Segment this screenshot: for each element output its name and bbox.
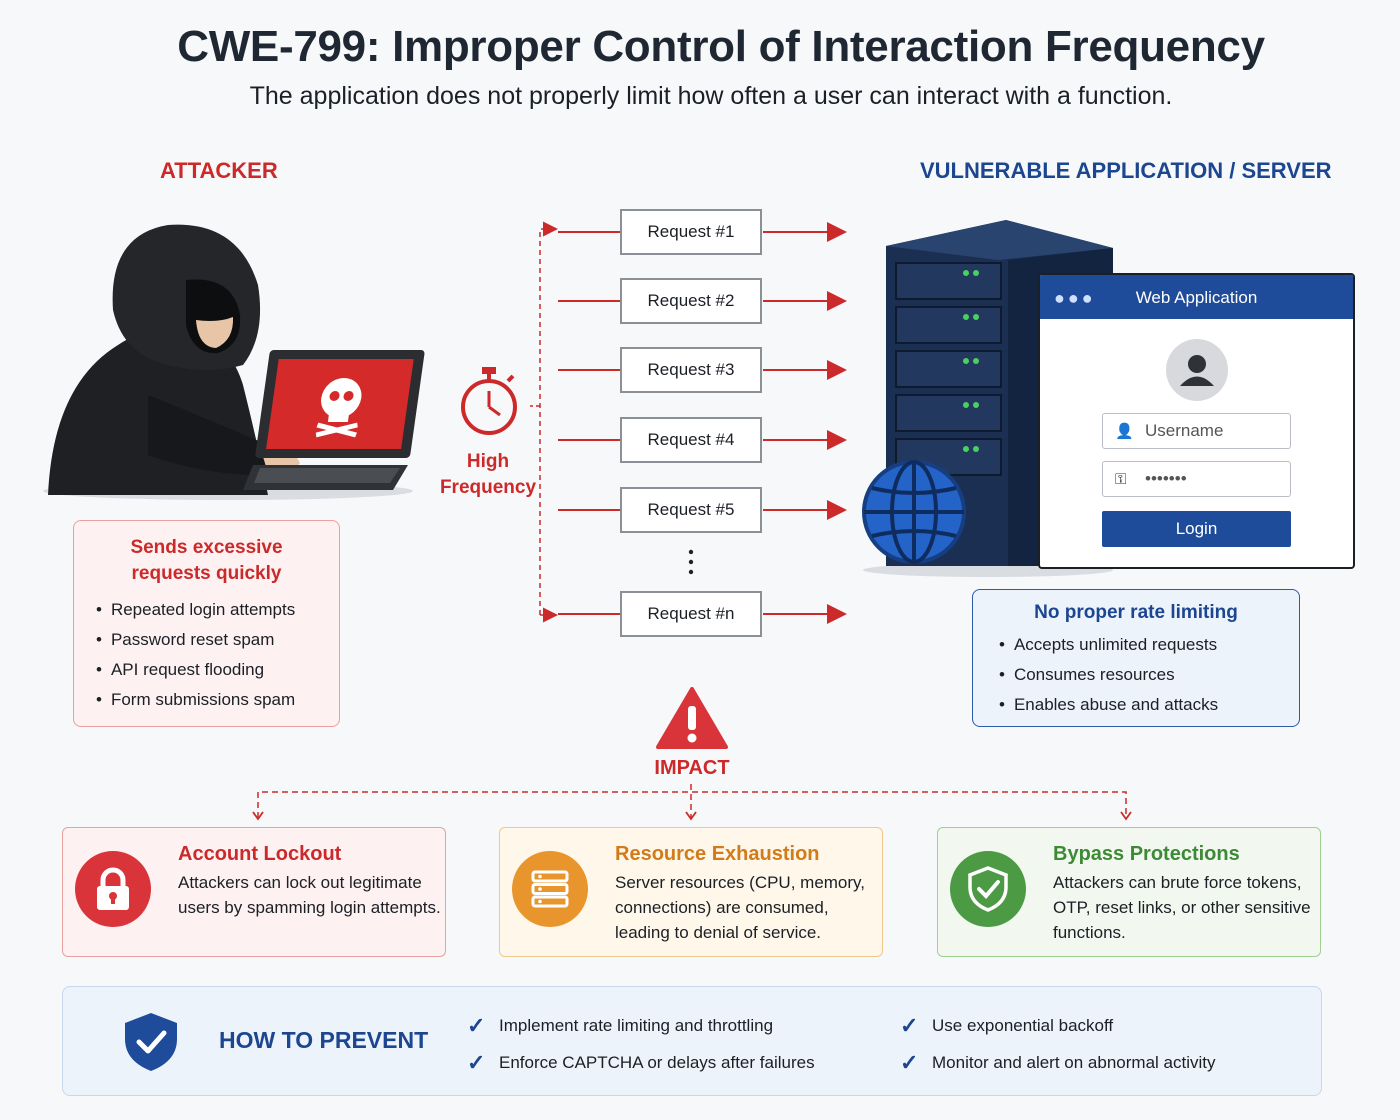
attacker-card-title: Sends excessive requests quickly [74,535,339,587]
impact-card-bypass-protections: Bypass Protections Attackers can brute f… [937,827,1321,957]
prevention-item: ✓ Monitor and alert on abnormal activity [900,1050,1215,1076]
user-icon: 👤 [1115,423,1134,440]
impact-card-desc: Attackers can brute force tokens, OTP, r… [1053,873,1311,942]
list-item: Accepts unlimited requests [999,630,1218,660]
list-item: Form submissions spam [96,685,295,715]
server-list: Accepts unlimited requests Consumes reso… [999,630,1218,720]
password-field[interactable]: ⚿ ••••••• [1102,461,1291,497]
globe-icon [862,460,966,564]
server-heading: VULNERABLE APPLICATION / SERVER [920,158,1332,183]
checkmark-icon: ✓ [467,1013,486,1038]
request-box: Request #2 [620,278,762,324]
prevention-panel: HOW TO PREVENT ✓ Implement rate limiting… [62,986,1322,1096]
prevention-item-text: Use exponential backoff [932,1016,1114,1035]
server-card: No proper rate limiting Accepts unlimite… [972,589,1300,727]
shield-check-icon [950,851,1026,927]
impact-card-desc: Server resources (CPU, memory, connectio… [615,873,866,942]
request-box: Request #3 [620,347,762,393]
request-box: Request #5 [620,487,762,533]
prevention-item-text: Implement rate limiting and throttling [499,1016,774,1035]
list-item: Password reset spam [96,625,295,655]
impact-card-title: Resource Exhaustion [615,843,820,865]
impact-card-desc: Attackers can lock out legitimate users … [178,873,441,917]
window-titlebar: ●●● Web Application [1040,275,1353,319]
attacker-heading: ATTACKER [160,158,278,183]
high-frequency-label: High Frequency [439,451,537,498]
window-dots-icon: ●●● [1054,288,1096,308]
list-item: Repeated login attempts [96,595,295,625]
checkmark-icon: ✓ [900,1050,919,1075]
prevention-heading: HOW TO PREVENT [219,1027,429,1053]
username-field[interactable]: 👤 Username [1102,413,1291,449]
impact-card-account-lockout: Account Lockout Attackers can lock out l… [62,827,446,957]
list-item: Consumes resources [999,660,1218,690]
checkmark-icon: ✓ [900,1013,919,1038]
impact-connectors [252,784,1132,821]
impact-card-resource-exhaustion: Resource Exhaustion Server resources (CP… [499,827,883,957]
prevention-item-text: Monitor and alert on abnormal activity [932,1053,1216,1072]
user-avatar-icon [1166,339,1228,401]
key-icon: ⚿ [1115,470,1127,488]
shield-icon [125,1013,177,1071]
attacker-card-title-text: Sends excessive requests quickly [130,537,283,584]
request-box: Request #1 [620,209,762,255]
list-item: API request flooding [96,655,295,685]
prevention-item: ✓ Enforce CAPTCHA or delays after failur… [467,1050,815,1076]
page-title: CWE-799: Improper Control of Interaction… [177,22,1265,71]
password-mask: ••••••• [1145,469,1187,488]
attacker-card: Sends excessive requests quickly Repeate… [73,520,340,727]
prevention-item: ✓ Use exponential backoff [900,1013,1113,1039]
stopwatch-icon [461,367,517,435]
impact-card-title: Bypass Protections [1053,843,1240,865]
checkmark-icon: ✓ [467,1050,486,1075]
server-icon [512,851,588,927]
prevention-item-text: Enforce CAPTCHA or delays after failures [499,1053,815,1072]
attacker-list: Repeated login attempts Password reset s… [96,595,295,715]
prevention-item: ✓ Implement rate limiting and throttling [467,1013,773,1039]
server-card-title: No proper rate limiting [1034,602,1238,623]
hacker-illustration [43,224,425,500]
window-title: Web Application [1135,288,1258,307]
login-button[interactable]: Login [1102,511,1291,547]
request-box: Request #4 [620,417,762,463]
impact-label: IMPACT [654,757,730,779]
warning-icon [656,687,728,749]
impact-card-title: Account Lockout [178,843,342,865]
web-application-window: ●●● Web Application 👤 Username ⚿ •••••••… [1038,273,1355,569]
username-placeholder: Username [1145,421,1224,440]
lock-icon [75,851,151,927]
list-item: Enables abuse and attacks [999,690,1218,720]
request-arrows [530,221,847,624]
page-subtitle: The application does not properly limit … [249,82,1173,110]
request-box: Request #n [620,591,762,637]
